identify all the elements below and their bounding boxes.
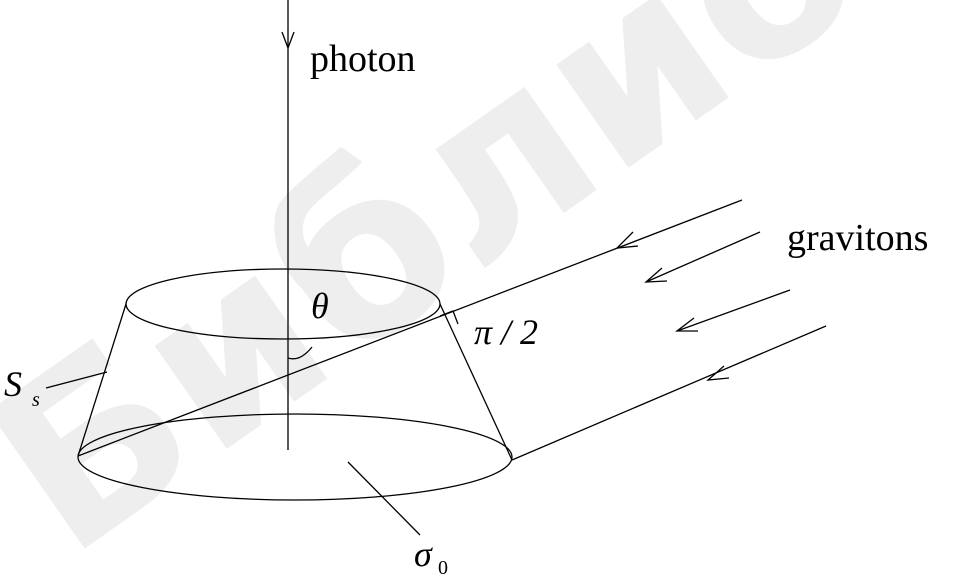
theta-arc [287, 346, 313, 360]
surface-label: S s [4, 364, 40, 411]
cone-left-side [77, 303, 127, 457]
sigma-leader-line [347, 461, 421, 536]
photon-label: photon [310, 38, 416, 80]
surface-label-sub: s [32, 389, 40, 411]
cone-bottom-ellipse [77, 413, 513, 501]
gravitons-label: gravitons [787, 217, 928, 259]
sigma-label: σ 0 [414, 534, 448, 579]
surface-label-main: S [4, 364, 22, 404]
graviton-arrow-1 [644, 231, 761, 283]
right-angle-marker [439, 310, 459, 325]
cone-right-side [439, 303, 513, 461]
graviton-line-main [77, 199, 743, 457]
graviton-arrow-on-lower-line [706, 365, 730, 381]
photon-arrowhead [281, 31, 295, 50]
graviton-arrow-2 [675, 289, 791, 332]
surface-leader-line [45, 371, 108, 389]
sigma-label-sub: 0 [438, 557, 448, 579]
graviton-line-lower [511, 325, 827, 461]
graviton-arrow-on-main-line [615, 231, 639, 249]
theta-label: θ [311, 286, 329, 326]
sigma-label-main: σ [414, 534, 433, 574]
pi-over-2-label: π / 2 [474, 312, 538, 352]
